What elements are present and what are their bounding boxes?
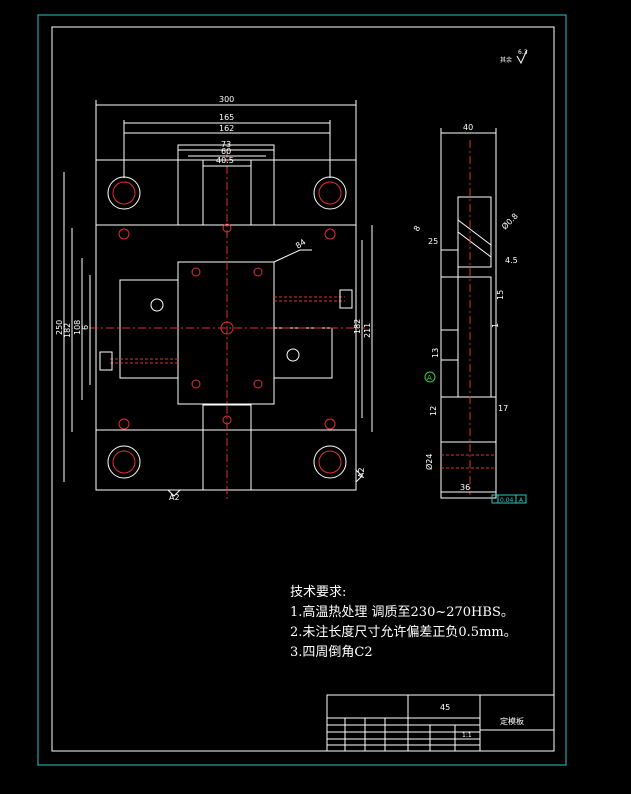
left-block-hole bbox=[150, 298, 164, 312]
title-block-grid bbox=[327, 695, 554, 751]
inner-border bbox=[51, 26, 555, 752]
dim-73: 73 bbox=[221, 140, 231, 149]
section-mark-b bbox=[355, 469, 363, 483]
dim-36: 36 bbox=[460, 483, 470, 492]
leader-84 bbox=[273, 249, 312, 263]
dim-182: 182 bbox=[353, 319, 362, 334]
side-notch-2 bbox=[441, 329, 459, 361]
notes-title: 技术要求: bbox=[290, 585, 347, 600]
cooling-channel-left bbox=[110, 358, 178, 364]
title-block-frame bbox=[326, 694, 555, 752]
screw-hole-5 bbox=[191, 267, 201, 277]
side-view: 40 25 Ø0.8 8 4.5 15 1 13 17 12 Ø24 36 A … bbox=[412, 123, 527, 504]
dim-13: 13 bbox=[431, 348, 440, 358]
dim-165: 165 bbox=[219, 113, 234, 122]
tolerance-value: 0.04 bbox=[500, 497, 514, 504]
left-block bbox=[119, 279, 179, 379]
tolerance-frame bbox=[491, 494, 527, 504]
side-hatch-bottom bbox=[440, 396, 497, 443]
side-plate-outline bbox=[440, 132, 497, 499]
side-notch-1 bbox=[441, 249, 459, 278]
right-block-hole bbox=[286, 348, 300, 362]
cooling-channel-right bbox=[274, 296, 345, 302]
dim-182b: 182 bbox=[63, 323, 72, 338]
dim-25: 25 bbox=[428, 237, 438, 246]
front-view: 300 165 162 73 60 40.5 250 182 108 6 211… bbox=[55, 95, 373, 502]
section-b-label: A2 bbox=[357, 467, 366, 478]
sprue-channel bbox=[457, 219, 492, 258]
title-part-name: 定模板 bbox=[500, 716, 524, 726]
dim-24: Ø24 bbox=[424, 454, 434, 470]
cooling-fitting-left bbox=[99, 351, 113, 371]
dim-250: 250 bbox=[55, 320, 64, 335]
screw-hole-8 bbox=[253, 379, 263, 389]
right-block bbox=[273, 327, 333, 379]
side-bore bbox=[441, 454, 496, 469]
title-material: 45 bbox=[440, 703, 450, 712]
datum-a-circle bbox=[424, 371, 436, 383]
tolerance-datum: A bbox=[519, 497, 524, 504]
guide-hole-bl bbox=[107, 445, 141, 479]
section-mark-a bbox=[167, 489, 181, 497]
notes-item-3: 3.四周倒角C2 bbox=[290, 645, 373, 660]
title-block: 45 定模板 1:1 bbox=[326, 694, 555, 752]
screw-hole-1 bbox=[118, 228, 130, 240]
dim-40: 40 bbox=[463, 123, 473, 132]
dim-8: 8 bbox=[412, 224, 422, 233]
guide-hole-br-inner bbox=[318, 450, 342, 474]
screw-hole-7 bbox=[191, 379, 201, 389]
outer-border bbox=[37, 14, 567, 766]
technical-notes: 技术要求: 1.高温热处理 调质至230~270HBS。 2.未注长度尺寸允许偏… bbox=[290, 583, 517, 663]
dim-1: 1 bbox=[491, 323, 500, 328]
side-hatch-middle bbox=[457, 276, 492, 398]
datum-a: A bbox=[427, 374, 432, 382]
dim-6: 6 bbox=[81, 325, 90, 330]
dim-4-5: 4.5 bbox=[505, 256, 518, 265]
dim-84: 84 bbox=[294, 237, 308, 250]
dim-300: 300 bbox=[219, 95, 234, 104]
notes-item-2: 2.未注长度尺寸允许偏差正负0.5mm。 bbox=[290, 625, 517, 640]
dim-15: 15 bbox=[496, 290, 505, 300]
dim-line-40 bbox=[440, 128, 497, 140]
screw-hole-3 bbox=[118, 418, 130, 430]
dim-40-5: 40.5 bbox=[216, 156, 234, 165]
dim-line-300 bbox=[95, 100, 357, 225]
screw-hole-6 bbox=[253, 267, 263, 277]
guide-hole-tl-inner bbox=[112, 181, 136, 205]
roughness-value: 6.3 bbox=[518, 49, 528, 56]
dim-60: 60 bbox=[221, 147, 231, 156]
guide-hole-bl-inner bbox=[112, 450, 136, 474]
section-a-label: A2 bbox=[169, 493, 180, 502]
cooling-fitting-right bbox=[339, 289, 353, 309]
dim-17: 17 bbox=[498, 404, 508, 413]
roughness-note: 其余 bbox=[500, 56, 512, 64]
tolerance-divider bbox=[497, 495, 517, 503]
screw-hole-2 bbox=[324, 228, 336, 240]
dim-162: 162 bbox=[219, 124, 234, 133]
dim-line-165 bbox=[123, 120, 331, 178]
title-scale: 1:1 bbox=[462, 732, 472, 739]
guide-hole-br bbox=[313, 445, 347, 479]
dim-0-8: Ø0.8 bbox=[499, 211, 520, 232]
dim-211: 211 bbox=[363, 323, 372, 338]
notes-item-1: 1.高温热处理 调质至230~270HBS。 bbox=[290, 605, 514, 620]
dim-12: 12 bbox=[429, 406, 438, 416]
screw-hole-4 bbox=[324, 418, 336, 430]
guide-hole-tr-inner bbox=[318, 181, 342, 205]
dim-108: 108 bbox=[73, 320, 82, 335]
roughness-symbol bbox=[516, 49, 528, 65]
